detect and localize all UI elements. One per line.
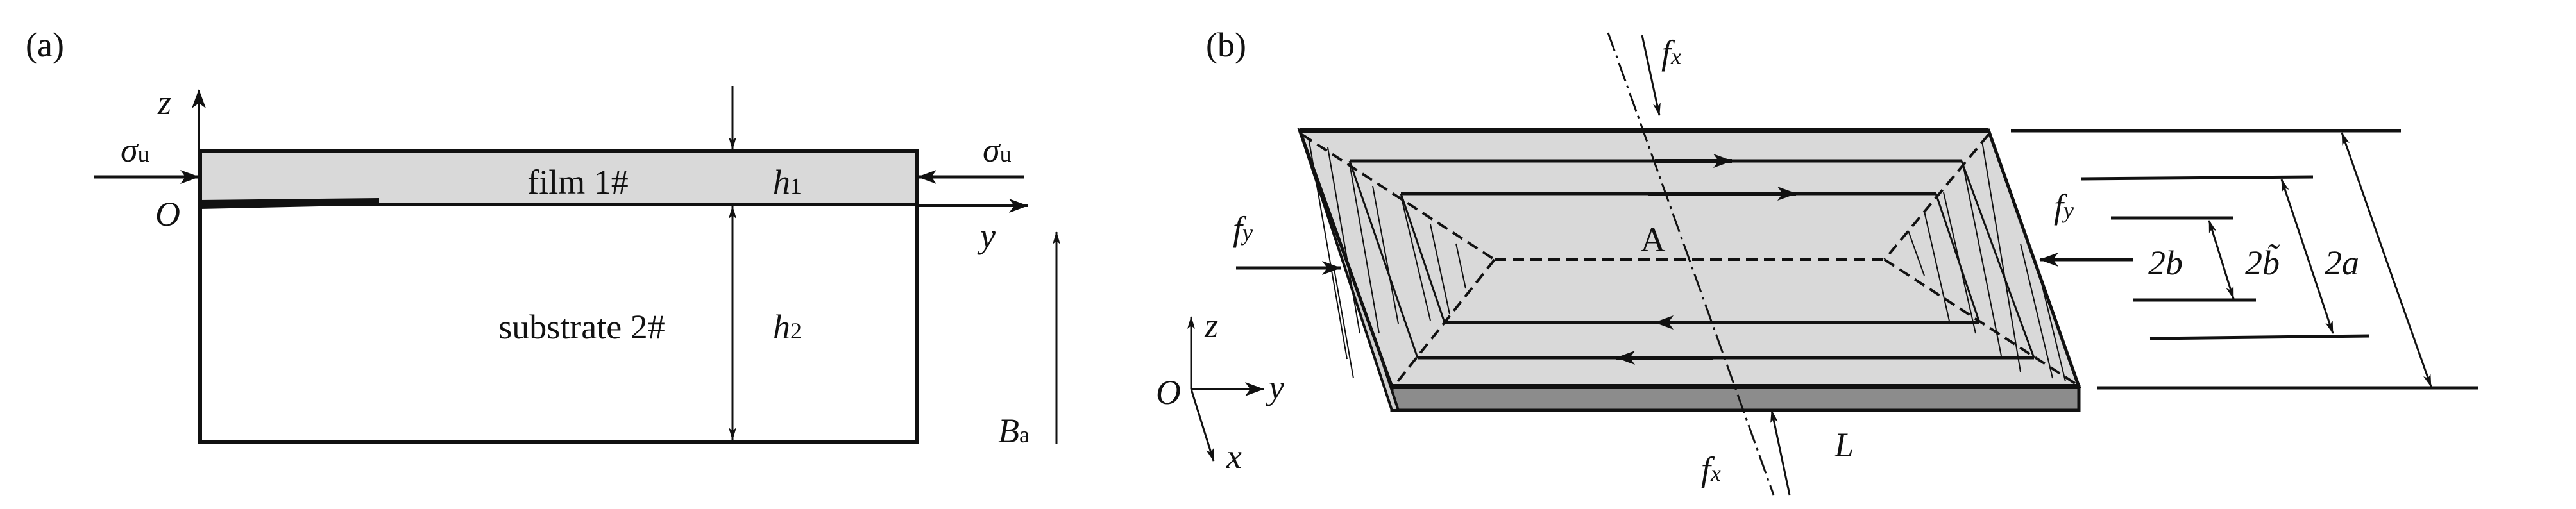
fx-label-top: fx — [1661, 33, 1681, 72]
origin-label: O — [155, 195, 180, 233]
center-label-A: A — [1641, 221, 1666, 259]
stress-label-right: σu — [983, 131, 1012, 169]
axis-y-label: y — [1266, 368, 1284, 406]
panel-a: (a) z y O σu σu film 1# substrate 2# h1 … — [26, 26, 1060, 450]
axis-z-label: z — [1204, 306, 1218, 345]
panel-a-tag: (a) — [26, 26, 64, 64]
fx-arrow-bottom — [1770, 410, 1791, 496]
panel-b: (b) — [1156, 26, 2478, 496]
fy-label-right: fy — [2054, 187, 2074, 226]
dim-2b-label: 2b — [2148, 244, 2183, 282]
dashed-lines — [1301, 133, 2076, 386]
axis-origin-label: O — [1156, 373, 1181, 412]
substrate-label: substrate 2# — [498, 308, 665, 346]
length-label-L: L — [1834, 426, 1854, 464]
fx-arrow-top — [1641, 35, 1661, 116]
dimension-arrows — [2208, 132, 2432, 387]
symmetry-axis — [1607, 32, 1775, 496]
field-label: Ba — [998, 412, 1030, 450]
fy-label-left: fy — [1233, 210, 1253, 248]
fx-label-bottom: fx — [1701, 450, 1721, 488]
dimension-extension-lines — [2011, 129, 2478, 390]
z-axis-label: z — [157, 83, 171, 122]
panel-b-tag: (b) — [1206, 26, 1246, 64]
axis-x-label: x — [1226, 437, 1242, 476]
substrate-layer — [198, 203, 919, 444]
axis-x-arrow — [1190, 388, 1215, 462]
h2-label: h2 — [773, 308, 802, 346]
dim-2a-label: 2a — [2325, 244, 2359, 282]
dim-2b-tilde-label: 2b̃ — [2245, 244, 2280, 282]
y-axis-label: y — [977, 217, 996, 255]
side-hatching — [1308, 137, 2066, 382]
film-label: film 1# — [527, 163, 629, 201]
stress-label-left: σu — [121, 131, 149, 169]
h1-label: h1 — [773, 163, 802, 201]
crack-wedge — [200, 198, 379, 209]
